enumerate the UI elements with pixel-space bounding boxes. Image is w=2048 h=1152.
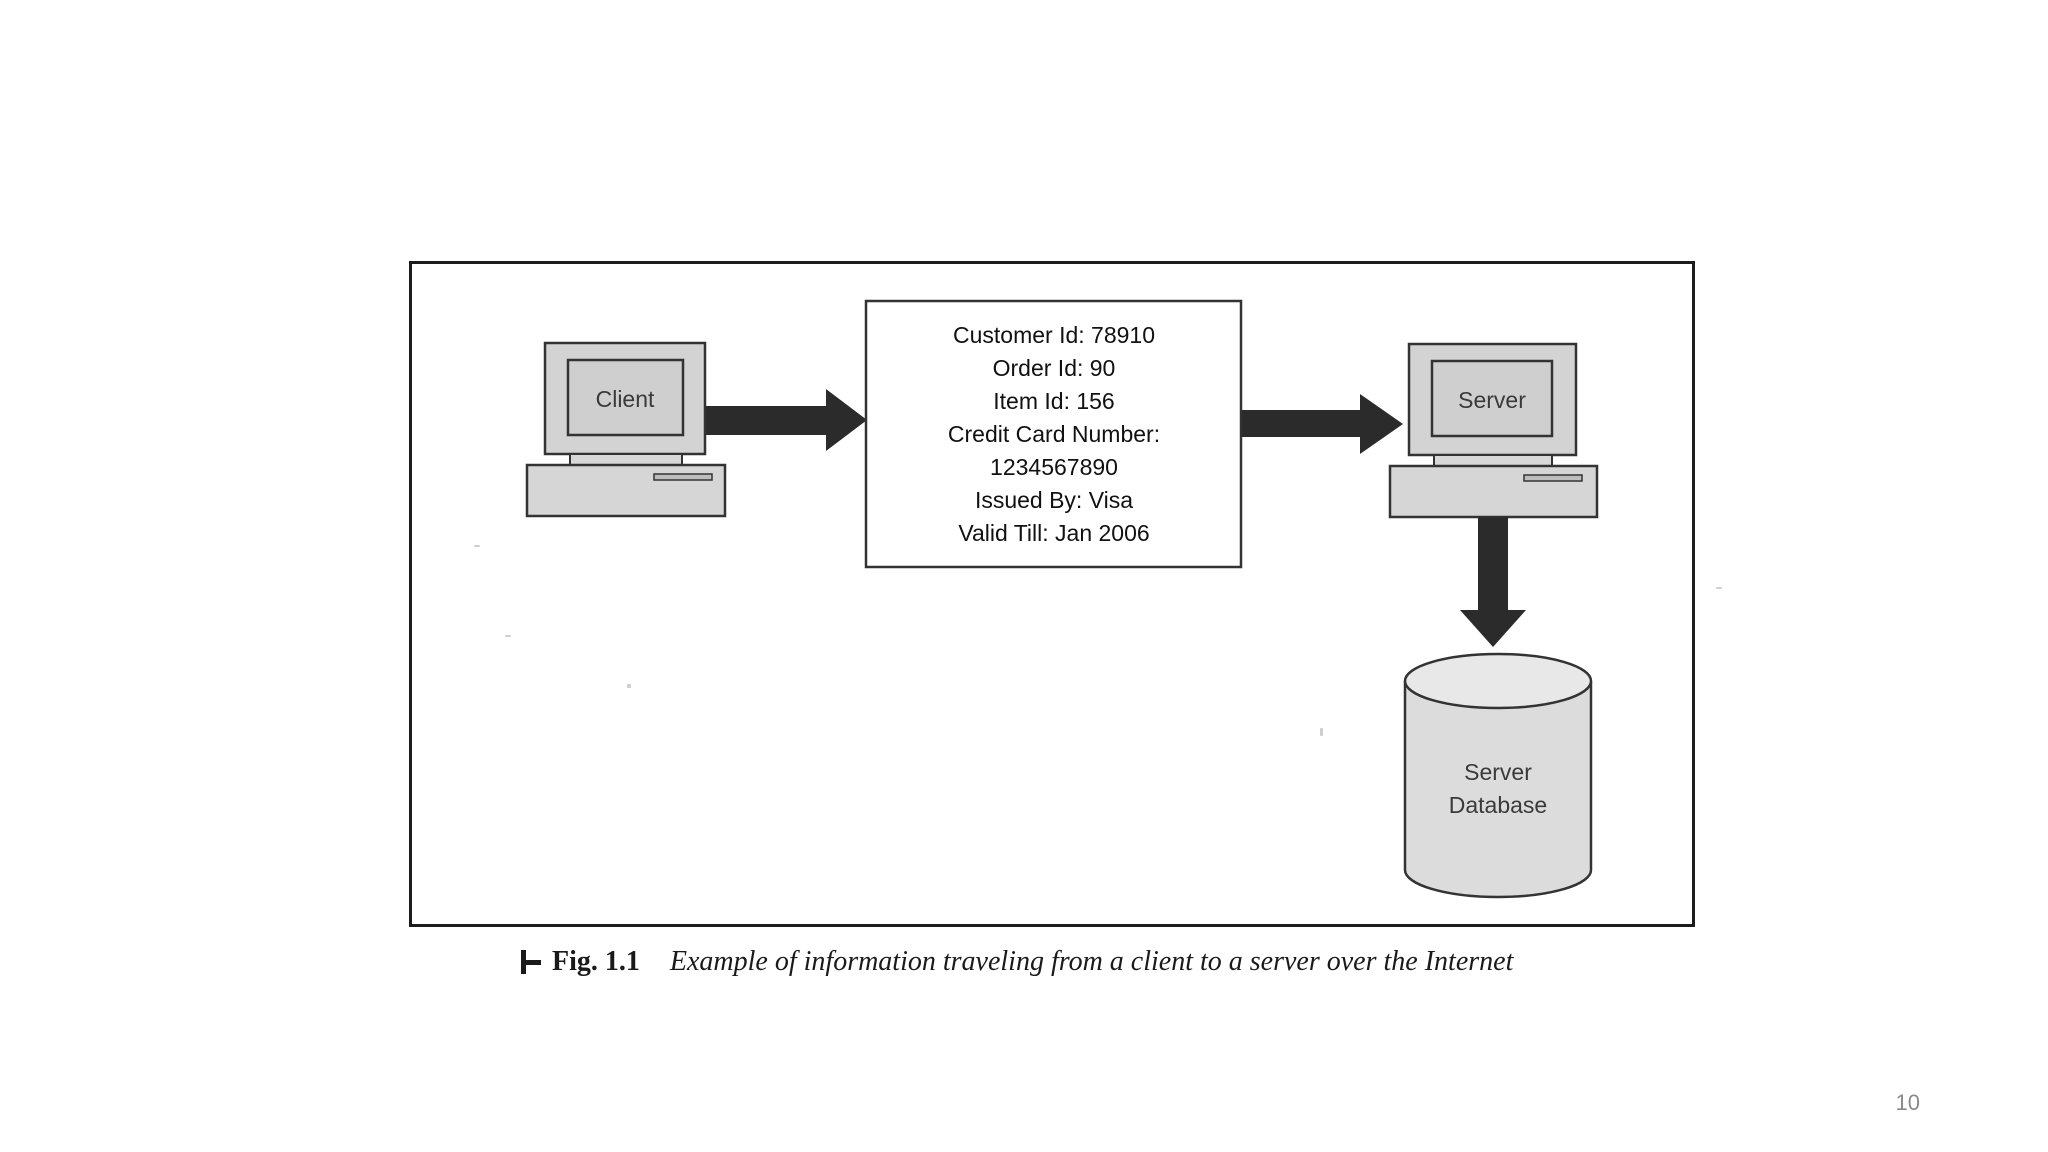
arrow-server-to-database <box>1460 517 1526 647</box>
scan-speck <box>474 545 480 547</box>
payload-line: Valid Till: Jan 2006 <box>958 520 1149 546</box>
client-label: Client <box>596 386 655 412</box>
scan-speck <box>1320 728 1323 736</box>
scan-speck <box>505 635 511 637</box>
payload-line: Order Id: 90 <box>993 355 1116 381</box>
client-computer-icon <box>525 341 727 518</box>
arrow-client-to-payload <box>706 389 867 451</box>
scan-speck <box>627 684 631 688</box>
database-label-line: Server <box>1464 759 1532 785</box>
figure-caption: Fig. 1.1 Example of information travelin… <box>518 942 1513 982</box>
caption-marker-icon <box>518 949 544 975</box>
server-computer-icon <box>1388 342 1599 519</box>
database-icon <box>1403 652 1593 899</box>
payload-text: Customer Id: 78910 Order Id: 90 Item Id:… <box>948 322 1160 546</box>
payload-line: Customer Id: 78910 <box>953 322 1155 348</box>
caption-text: Example of information traveling from a … <box>669 946 1514 977</box>
caption-label: Fig. 1.1 <box>552 946 640 977</box>
payload-box <box>864 299 1243 569</box>
payload-line: Item Id: 156 <box>993 388 1114 414</box>
scan-speck <box>1716 587 1722 589</box>
payload-line: Credit Card Number: <box>948 421 1160 447</box>
payload-line: Issued By: Visa <box>975 487 1133 513</box>
server-label: Server <box>1458 387 1526 413</box>
page-number: 10 <box>1895 1090 1920 1115</box>
arrow-payload-to-server <box>1242 394 1403 454</box>
database-label-line: Database <box>1449 792 1547 818</box>
payload-line: 1234567890 <box>990 454 1118 480</box>
